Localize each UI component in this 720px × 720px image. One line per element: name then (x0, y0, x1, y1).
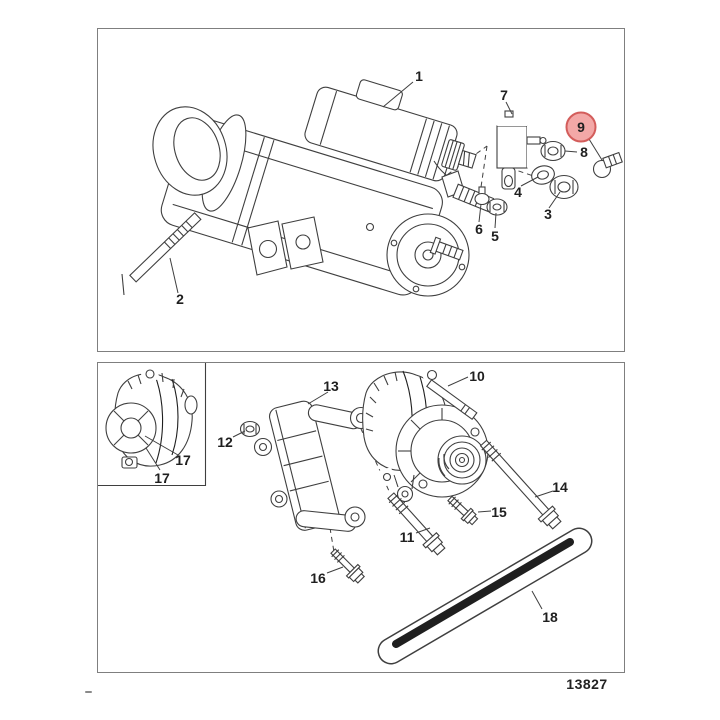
callout-1[interactable]: 1 (415, 68, 423, 84)
callout-8[interactable]: 8 (580, 144, 588, 160)
callout-11[interactable]: 11 (399, 529, 415, 545)
callout-18[interactable]: 18 (542, 609, 558, 625)
callout-2[interactable]: 2 (176, 291, 184, 307)
nut-12-drawing (239, 420, 261, 438)
alternator-10-drawing (362, 367, 489, 503)
starter-line-art (112, 79, 623, 299)
inset-alternator-drawing (105, 367, 198, 469)
alternator-line-art (98, 363, 593, 665)
callout-13[interactable]: 13 (323, 378, 339, 394)
callout-16[interactable]: 16 (310, 570, 326, 586)
bolt-15-drawing (447, 495, 479, 526)
starter-diagram-panel: 1 2 3 4 5 6 7 8 9 (97, 28, 625, 352)
starter-motor-drawing (152, 79, 495, 297)
mounting-bolt-2-drawing (112, 212, 202, 299)
callout-17b[interactable]: 17 (154, 470, 170, 486)
nut-8-drawing (540, 140, 566, 162)
callout-5[interactable]: 5 (491, 228, 499, 244)
nut-5-drawing (486, 198, 508, 216)
highlight-circle-part9 (565, 111, 597, 143)
washer-4-drawing (531, 165, 555, 185)
alternator-diagram-panel: 10 11 12 13 14 15 16 17 17 18 (97, 362, 625, 673)
callout-3[interactable]: 3 (544, 206, 552, 222)
bolt-11-drawing (387, 492, 446, 556)
callout-7[interactable]: 7 (500, 87, 508, 103)
leader-lines (144, 376, 554, 610)
terminal-block-7-drawing (496, 110, 547, 190)
belt-18-drawing (377, 527, 593, 665)
callout-9-highlighted[interactable]: 9 (577, 119, 585, 135)
screw-6-drawing (474, 186, 490, 206)
leader-lines (169, 81, 603, 294)
callout-14[interactable]: 14 (552, 479, 568, 495)
nut-3-drawing (549, 174, 579, 200)
inset-box-border (98, 363, 207, 487)
callout-15[interactable]: 15 (491, 504, 507, 520)
callout-6[interactable]: 6 (475, 221, 483, 237)
bolt-14-drawing (479, 439, 562, 530)
callout-17a[interactable]: 17 (175, 452, 191, 468)
diagram-number: 13827 (566, 676, 608, 692)
callout-10[interactable]: 10 (469, 368, 485, 384)
bolt-16-drawing (330, 548, 365, 584)
callout-12[interactable]: 12 (217, 434, 233, 450)
callout-4[interactable]: 4 (514, 184, 522, 200)
plug-9-drawing (592, 151, 623, 179)
stray-mark (85, 691, 92, 693)
bracket-13-drawing (253, 400, 373, 532)
